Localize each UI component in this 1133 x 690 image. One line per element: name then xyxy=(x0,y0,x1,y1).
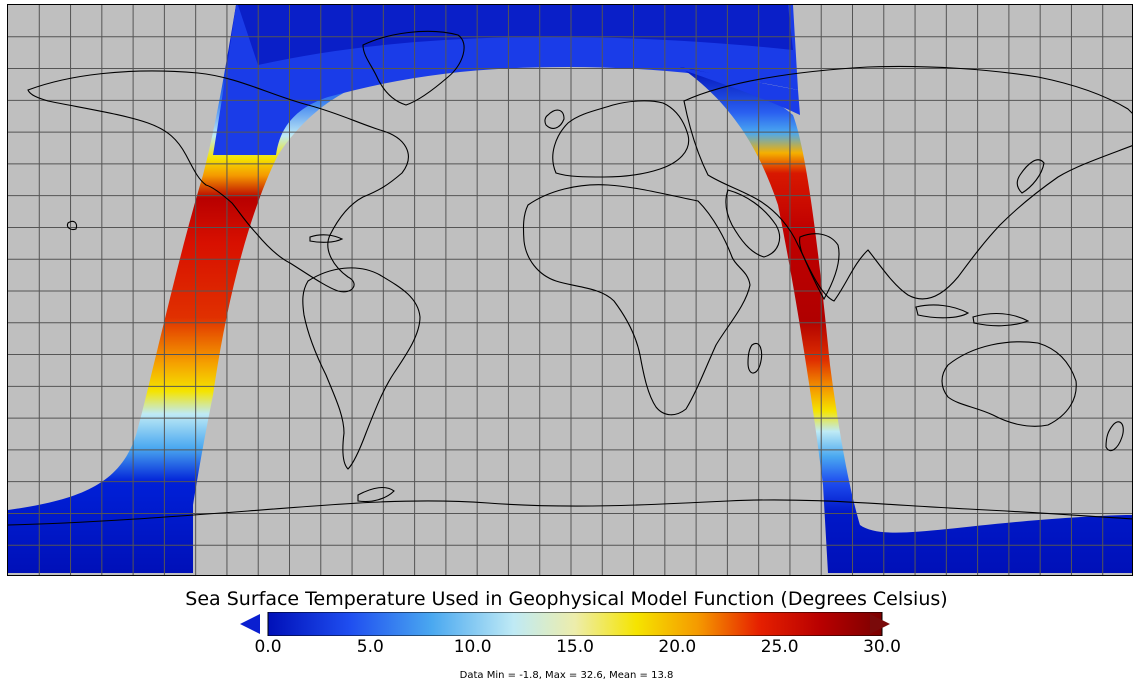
colorbar-tick-label: 25.0 xyxy=(760,637,799,657)
colorbar xyxy=(240,612,890,636)
colorbar-under-arrow xyxy=(240,614,260,634)
colorbar-tick-label: 30.0 xyxy=(863,637,901,657)
north-band-core xyxy=(238,5,793,65)
colorbar-tick-label: 20.0 xyxy=(658,637,697,657)
colorbar-tick-label: 15.0 xyxy=(556,637,594,657)
colorbar-ramp xyxy=(267,612,883,636)
sst-map xyxy=(7,4,1133,576)
colorbar-ticks: 0.0 5.0 10.0 15.0 20.0 25.0 30.0 xyxy=(254,637,900,659)
east-swath-top xyxy=(668,65,800,115)
data-stats: Data Min = -1.8, Max = 32.6, Mean = 13.8 xyxy=(459,670,674,681)
colorbar-tick-label: 5.0 xyxy=(356,637,384,657)
colorbar-tick-label: 0.0 xyxy=(254,637,282,657)
east-swath xyxy=(680,67,1132,573)
west-swath xyxy=(8,5,428,573)
map-canvas xyxy=(8,5,1132,575)
coastlines xyxy=(8,30,1132,526)
colorbar-title: Sea Surface Temperature Used in Geophysi… xyxy=(185,588,948,610)
colorbar-tick-label: 10.0 xyxy=(453,637,492,657)
graticule xyxy=(8,5,1132,575)
colorbar-over-arrow xyxy=(870,614,890,634)
